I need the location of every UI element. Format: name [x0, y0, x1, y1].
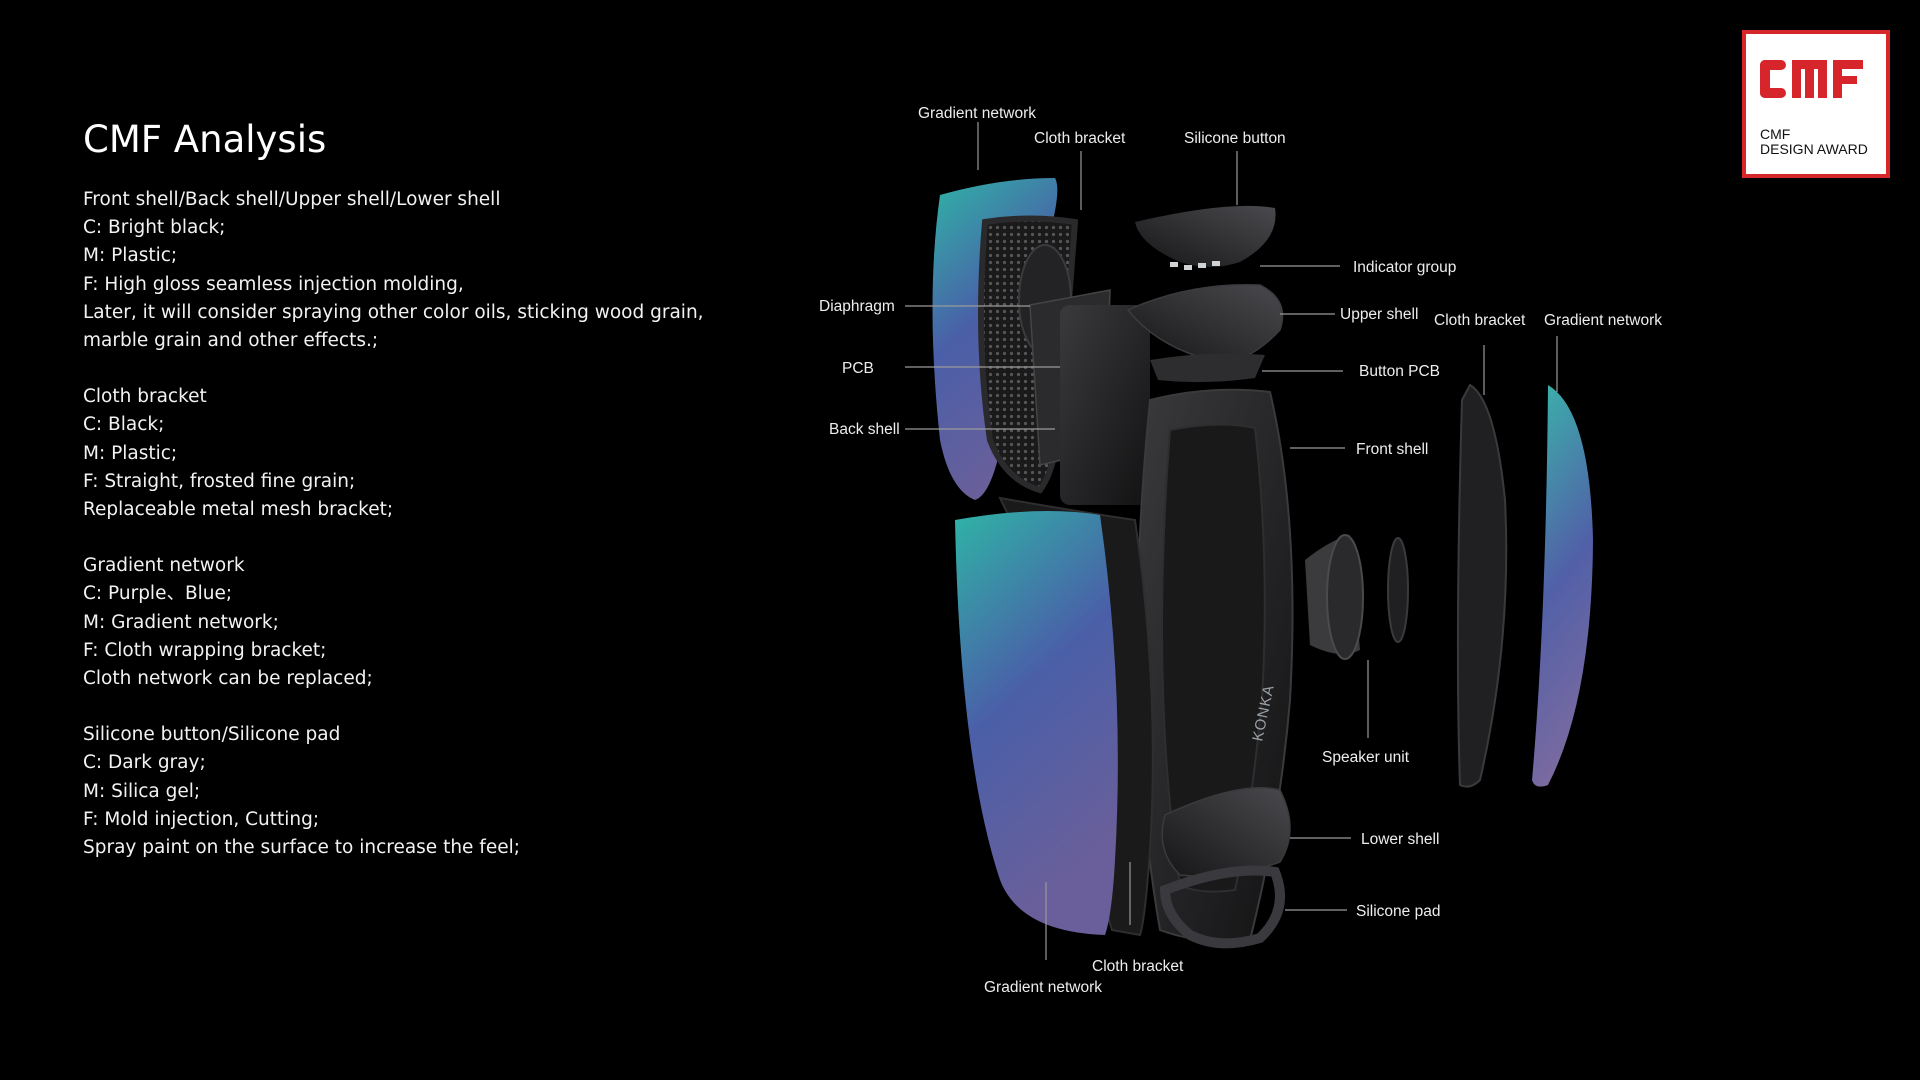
upper-shell-part: [1126, 283, 1284, 363]
note-line: Later, it will consider spraying other c…: [83, 301, 704, 323]
label-gradient-network-right: Gradient network: [1544, 312, 1662, 329]
lower-shell-part: [1161, 787, 1291, 877]
finish-line: F: Straight, frosted fine grain;: [83, 470, 356, 492]
material-line: M: Plastic;: [83, 442, 178, 464]
section-heading: Silicone button/Silicone pad: [83, 724, 341, 746]
leader-lines: [905, 122, 1558, 960]
label-back-shell: Back shell: [829, 421, 900, 438]
note-line: Replaceable metal mesh bracket;: [83, 499, 394, 521]
indicator-group: [1170, 261, 1220, 270]
label-gradient-network-bottom: Gradient network: [984, 979, 1102, 996]
award-line-1: CMF: [1760, 126, 1791, 142]
material-line: M: Silica gel;: [83, 780, 201, 802]
label-gradient-network-top: Gradient network: [918, 105, 1036, 122]
label-cloth-bracket-top: Cloth bracket: [1034, 130, 1126, 147]
section-gradient-network: Gradient network C: Purple、Blue; M: Grad…: [83, 552, 703, 693]
label-silicone-pad: Silicone pad: [1356, 903, 1440, 920]
cmf-design-award-badge: CMF DESIGN AWARD: [1742, 30, 1890, 178]
gradient-network-front-panel: [955, 511, 1118, 935]
section-cloth-bracket: Cloth bracket C: Black; M: Plastic; F: S…: [83, 383, 703, 524]
label-cloth-bracket-bottom: Cloth bracket: [1092, 958, 1184, 975]
cmf-description: Front shell/Back shell/Upper shell/Lower…: [83, 186, 704, 890]
label-cloth-bracket-right: Cloth bracket: [1434, 312, 1526, 329]
label-indicator-group: Indicator group: [1353, 259, 1456, 276]
silicone-button-part: [1135, 205, 1276, 267]
color-line: C: Black;: [83, 414, 165, 436]
section-heading: Gradient network: [83, 555, 245, 577]
finish-line: F: High gloss seamless injection molding…: [83, 273, 464, 295]
finish-line: F: Mold injection, Cutting;: [83, 808, 320, 830]
label-lower-shell: Lower shell: [1361, 831, 1439, 848]
page-title: CMF Analysis: [83, 118, 327, 161]
material-line: M: Plastic;: [83, 245, 178, 267]
label-upper-shell: Upper shell: [1340, 306, 1418, 323]
section-silicone: Silicone button/Silicone pad C: Dark gra…: [83, 721, 703, 862]
section-heading: Cloth bracket: [83, 386, 207, 408]
section-shell: Front shell/Back shell/Upper shell/Lower…: [83, 186, 704, 355]
color-line: C: Bright black;: [83, 217, 226, 239]
silicone-pad-part: [1159, 865, 1285, 949]
finish-line: F: Cloth wrapping bracket;: [83, 639, 327, 661]
gradient-network-right-panel: [1532, 385, 1593, 787]
label-silicone-button: Silicone button: [1184, 130, 1286, 147]
cloth-bracket-right: [1456, 383, 1508, 788]
label-button-pcb: Button PCB: [1359, 363, 1440, 380]
section-heading: Front shell/Back shell/Upper shell/Lower…: [83, 189, 501, 210]
cmf-logo-icon: [1760, 60, 1863, 98]
back-shell: [1060, 305, 1150, 505]
note-line: Cloth network can be replaced;: [83, 668, 373, 690]
material-line: M: Gradient network;: [83, 611, 279, 633]
color-line: C: Dark gray;: [83, 752, 206, 774]
label-pcb: PCB: [842, 360, 874, 377]
note-line: Spray paint on the surface to increase t…: [83, 837, 520, 859]
speaker-unit: [1305, 534, 1409, 660]
color-line: C: Purple、Blue;: [83, 583, 233, 605]
note-line: marble grain and other effects.;: [83, 330, 379, 352]
label-front-shell: Front shell: [1356, 441, 1428, 458]
award-line-2: DESIGN AWARD: [1760, 141, 1868, 157]
label-diaphragm: Diaphragm: [819, 298, 895, 315]
label-speaker-unit: Speaker unit: [1322, 749, 1410, 766]
button-pcb-part: [1150, 353, 1265, 383]
